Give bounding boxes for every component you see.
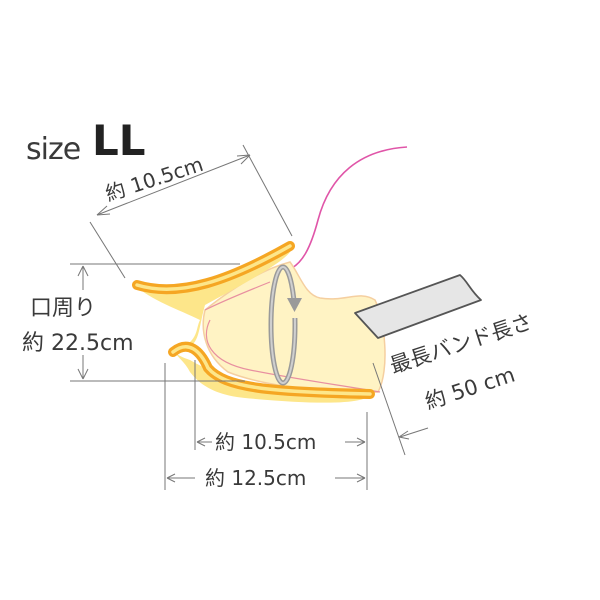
- arrowhead-right: [236, 154, 251, 165]
- title-size-prefix: size: [26, 132, 81, 167]
- bottom-dim2-arrowheads: [166, 473, 366, 483]
- muzzle-upper-strap-highlight: [135, 244, 292, 291]
- muzzle-lower-strap-highlight: [171, 345, 372, 396]
- band-ext-line: [372, 362, 406, 456]
- snout-outline: [205, 319, 381, 393]
- title-size-value: LL: [92, 116, 146, 165]
- top-dim-line: [96, 154, 251, 216]
- band-dim-line: [399, 427, 429, 438]
- band-arrowhead: [398, 430, 410, 440]
- arrowhead-left: [96, 205, 111, 216]
- bottom-outer-length-label: 約 12.5cm: [205, 466, 307, 490]
- top-dim-ext-right: [242, 144, 293, 237]
- mouth-circumference-label: 口周り: [30, 296, 97, 321]
- mouth-circumference-value: 約 22.5cm: [22, 331, 134, 356]
- rotation-arrow-icon: [287, 298, 302, 312]
- bottom-dim1-arrowheads: [196, 437, 366, 447]
- band-strap: [354, 274, 482, 339]
- pink-strap-line: [291, 146, 408, 269]
- top-dim-ext-left: [89, 221, 126, 279]
- mouth-arrowheads: [77, 265, 89, 380]
- bottom-inner-length-label: 約 10.5cm: [215, 430, 317, 454]
- rotation-ring-highlight: [270, 266, 296, 384]
- snout-outline-upper: [204, 281, 271, 311]
